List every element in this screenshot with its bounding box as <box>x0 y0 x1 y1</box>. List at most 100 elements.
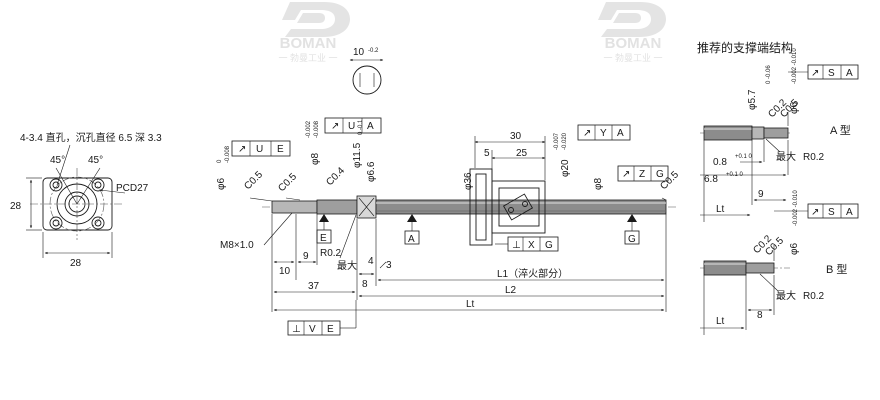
type-b-label: B 型 <box>826 262 847 276</box>
svg-text:Lt: Lt <box>716 316 725 327</box>
fcf-runout-u-e: ↗ U E <box>231 140 291 157</box>
runout-icon: ↗ <box>811 207 819 218</box>
watermark-brand: BOMAN <box>280 35 337 52</box>
fcf-runout-y-a: ↗ Y A <box>577 124 631 141</box>
svg-text:A: A <box>617 128 624 139</box>
dim-5: 5 <box>484 148 490 159</box>
svg-text:A: A <box>408 234 415 245</box>
dim-10: 10 <box>353 47 365 58</box>
d8-left: φ8 <box>310 153 321 165</box>
svg-text:G: G <box>656 169 664 180</box>
d6-6: φ6.6 <box>366 161 377 182</box>
dim-3: 3 <box>386 260 392 271</box>
r02-label: R0.2 <box>320 248 342 259</box>
svg-text:S: S <box>828 207 835 218</box>
svg-text:0 -0.1: 0 -0.1 <box>358 119 364 135</box>
l1-label: L1（淬火部分） <box>497 267 568 280</box>
fcf-runout-u-a: ↗ U A <box>324 117 382 134</box>
hole-note: 4-3.4 直孔，沉孔直径 6.5 深 3.3 <box>20 131 162 144</box>
lt-label: Lt <box>466 299 475 310</box>
svg-text:S: S <box>828 68 835 79</box>
svg-text:U: U <box>348 121 355 132</box>
svg-text:A: A <box>367 121 374 132</box>
main-shaft-view: 10 -0.2 ↗ U E ↗ U A ↗ Y A <box>216 47 681 336</box>
svg-text:E: E <box>320 233 327 244</box>
datum-a: A <box>404 214 420 245</box>
d11-5: φ11.5 <box>352 142 363 168</box>
svg-text:E: E <box>327 324 334 335</box>
dim-8: 8 <box>362 279 368 290</box>
brand-logo-icon <box>282 2 350 37</box>
svg-text:Y: Y <box>600 128 607 139</box>
runout-icon: ↗ <box>811 68 819 79</box>
svg-text:A: A <box>846 68 853 79</box>
dim-37: 37 <box>308 281 320 292</box>
svg-text:8: 8 <box>757 310 763 321</box>
svg-text:-0.008: -0.008 <box>225 145 231 163</box>
type-a-label: A 型 <box>830 123 851 137</box>
dim-10-tol: -0.2 <box>368 48 379 54</box>
runout-icon: ↗ <box>331 121 339 132</box>
svg-text:A: A <box>846 207 853 218</box>
datum-e: E <box>316 214 332 244</box>
svg-text:U: U <box>256 144 263 155</box>
svg-text:-0.002 -0.010: -0.002 -0.010 <box>793 190 799 226</box>
d6-left: φ6 <box>216 178 227 190</box>
perpendicular-icon: ⊥ <box>292 324 301 335</box>
support-title: 推荐的支撑端结构 <box>697 40 793 55</box>
svg-text:最大: 最大 <box>776 150 796 163</box>
pcd-label: PCD27 <box>116 183 149 194</box>
height-dim: 28 <box>10 201 22 212</box>
runout-icon: ↗ <box>583 128 591 139</box>
watermark-subtitle: 一 勃曼工业 一 <box>603 52 662 63</box>
chamfer-c05-b: C0.5 <box>276 171 299 194</box>
svg-text:-0.020: -0.020 <box>562 132 568 150</box>
flange-end-view: 4-3.4 直孔，沉孔直径 6.5 深 3.3 45° 45° PCD27 28… <box>10 131 162 269</box>
mount-holes <box>49 178 105 230</box>
fcf-perp-v-e: ⊥ V E <box>287 320 341 336</box>
dim-10-bottom: 10 <box>279 266 291 277</box>
thread-segment <box>271 200 318 214</box>
dim-25: 25 <box>516 148 528 159</box>
svg-text:G: G <box>545 240 553 251</box>
support-end-panel: 推荐的支撑端结构 A 型 φ5.7 0 -0.06 C0.2 C0.5 φ6 -… <box>697 40 859 335</box>
svg-text:φ6: φ6 <box>789 102 800 114</box>
svg-text:最大: 最大 <box>776 289 796 302</box>
d36: φ36 <box>463 172 474 190</box>
chamfer-c04: C0.4 <box>324 165 347 188</box>
flat-section-icon <box>352 65 382 95</box>
fcf-runout-z-g: ↗ Z G <box>617 165 669 182</box>
fcf-runout-x-g: ⊥ X G <box>507 236 559 252</box>
watermark-subtitle: 一 勃曼工业 一 <box>278 52 337 63</box>
dim-30: 30 <box>510 131 522 142</box>
svg-text:0.8: 0.8 <box>713 157 727 168</box>
fcf-b-s-a: ↗ S A <box>807 203 859 219</box>
svg-text:G: G <box>628 234 636 245</box>
dim-4: 4 <box>368 256 374 267</box>
watermark-right: BOMAN 一 勃曼工业 一 <box>598 2 666 63</box>
svg-text:Lt: Lt <box>716 204 725 215</box>
brand-logo-icon <box>598 2 666 37</box>
thread-spec: M8×1.0 <box>220 240 254 251</box>
d8-right: φ8 <box>593 178 604 190</box>
angle-right: 45° <box>88 155 103 166</box>
svg-text:E: E <box>277 144 284 155</box>
watermark-left: BOMAN 一 勃曼工业 一 <box>278 2 350 63</box>
width-dim: 28 <box>70 258 82 269</box>
svg-text:Z: Z <box>639 169 645 180</box>
bearing-seat-segment <box>316 199 358 215</box>
svg-text:0 -0.06: 0 -0.06 <box>766 65 772 84</box>
max-label: 最大 <box>337 259 357 272</box>
ball-nut <box>469 168 546 246</box>
svg-text:-0.007: -0.007 <box>554 132 560 150</box>
svg-text:0: 0 <box>217 159 223 163</box>
svg-text:φ5.7: φ5.7 <box>747 89 758 110</box>
svg-text:-0.002: -0.002 <box>306 120 312 138</box>
d20: φ20 <box>560 159 571 177</box>
screw-shaft <box>375 199 667 215</box>
dim-9: 9 <box>303 251 309 262</box>
svg-text:φ6: φ6 <box>789 243 800 255</box>
flange-outline <box>42 177 113 231</box>
support-type-a: A 型 φ5.7 0 -0.06 C0.2 C0.5 φ6 -0.002 -0.… <box>700 48 859 222</box>
